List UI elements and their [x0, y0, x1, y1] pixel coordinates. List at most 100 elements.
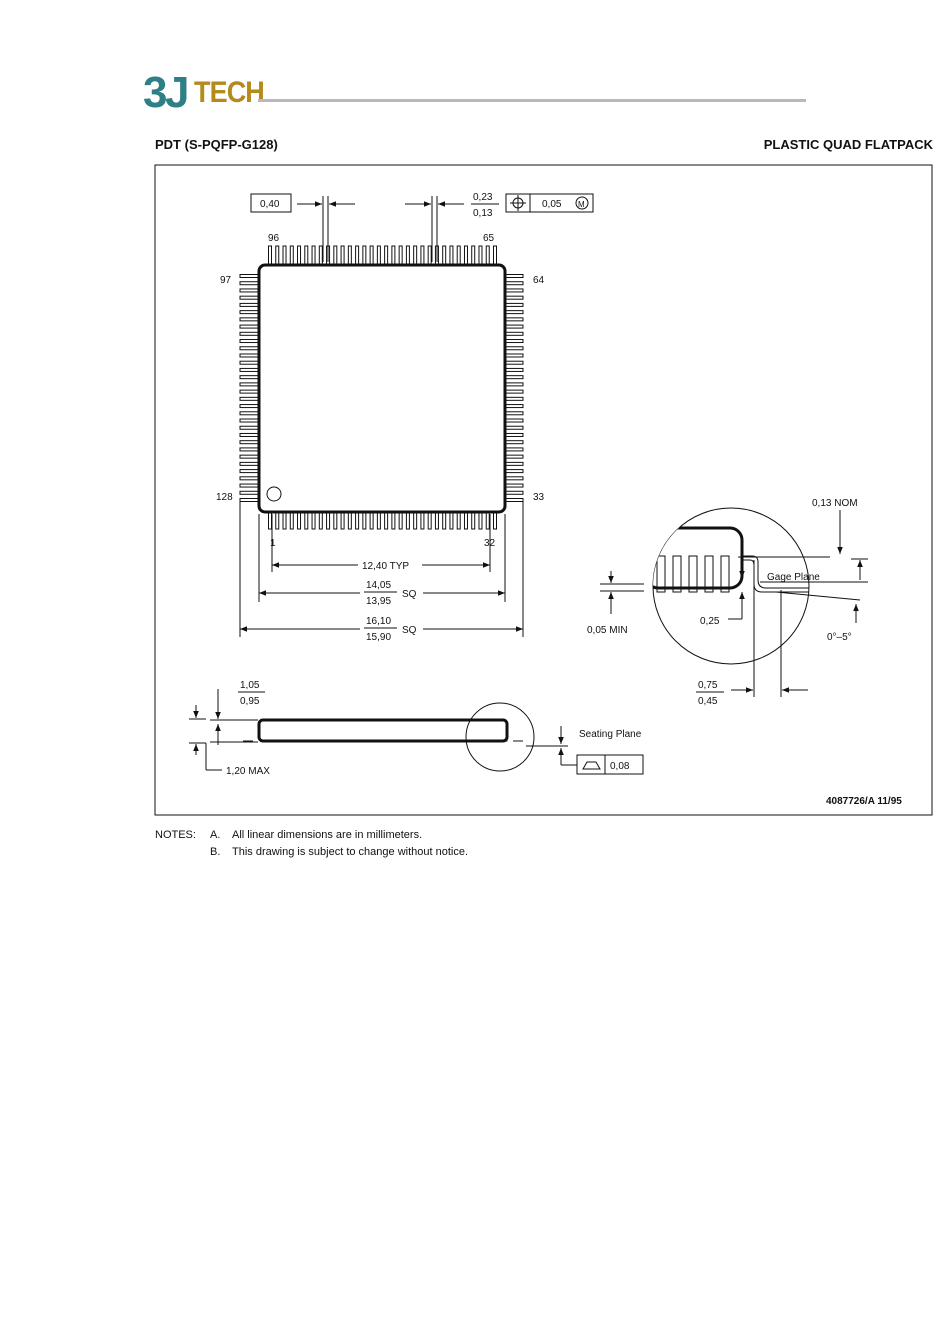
lead: [239, 411, 260, 416]
lead: [456, 511, 461, 530]
lead: [504, 288, 524, 293]
lead: [340, 245, 345, 266]
lead: [304, 511, 309, 530]
package-body: [257, 263, 507, 514]
lead: [720, 555, 730, 593]
lead: [504, 324, 524, 329]
lead: [504, 295, 524, 300]
lead: [442, 511, 447, 530]
flatness-icon: [582, 761, 601, 770]
lead: [239, 418, 260, 423]
lead: [504, 382, 524, 387]
lead: [398, 245, 403, 266]
lead: [318, 245, 323, 266]
lead: [239, 440, 260, 445]
lead: [355, 245, 360, 266]
logo-word: TECH: [194, 76, 265, 109]
lead: [239, 483, 260, 488]
lead: [405, 245, 410, 266]
lead: [239, 404, 260, 409]
lead: [239, 461, 260, 466]
lead: [362, 245, 367, 266]
pin-label-96: 96: [268, 233, 280, 244]
detail-view: 0,13 NOM Gage Plane 0,05 MIN 0,25 0,75 0…: [587, 498, 868, 707]
lead: [239, 360, 260, 365]
lead: [239, 375, 260, 380]
lead: [493, 511, 497, 530]
lead: [504, 469, 524, 474]
pitch-box: [250, 193, 292, 213]
pin1-marker: [266, 486, 282, 502]
coplanarity-frame: [576, 754, 644, 775]
lead: [504, 418, 524, 423]
gage-height-label: 0,25: [700, 616, 720, 627]
package-id: PDT (S-PQFP-G128): [155, 137, 278, 152]
lead: [478, 511, 483, 530]
drawing-reference: 4087726/A 11/95: [826, 796, 902, 807]
position-tolerance-value: 0,05: [542, 199, 562, 210]
lead: [239, 317, 260, 322]
lead: [504, 389, 524, 394]
lead: [239, 339, 260, 344]
leads-top: [268, 245, 497, 266]
lead: [347, 245, 352, 266]
lead-width-max: 0,23: [473, 192, 493, 203]
lead: [268, 245, 272, 266]
lead: [297, 511, 302, 530]
lead: [504, 411, 524, 416]
lead: [413, 245, 418, 266]
lead: [384, 245, 389, 266]
lead: [485, 245, 490, 266]
lead: [504, 353, 524, 358]
lead: [391, 511, 396, 530]
lead: [239, 346, 260, 351]
lead-span-max: 16,10: [366, 616, 391, 627]
side-view: 1,05 0,95 1,20 MAX Seating Plane 0,08: [189, 680, 644, 777]
lead: [239, 310, 260, 315]
top-view: 96 65 97 64 128 33 1 32 0,40 0,23 0,13 0…: [216, 192, 594, 643]
position-tolerance-frame: [505, 193, 594, 213]
lead: [504, 367, 524, 372]
lead: [275, 245, 280, 266]
lead: [333, 511, 338, 530]
logo-digit: 3: [143, 68, 168, 117]
lead: [463, 511, 468, 530]
lead: [311, 245, 316, 266]
lead: [318, 511, 323, 530]
typ-span: 12,40 TYP: [362, 561, 409, 572]
lead: [289, 245, 294, 266]
lead: [297, 245, 302, 266]
coplanarity-value: 0,08: [610, 761, 630, 772]
lead: [340, 511, 345, 530]
body-height-min: 0,95: [240, 696, 260, 707]
lead: [504, 490, 524, 495]
note-letter: B.: [210, 846, 221, 858]
package-name: PLASTIC QUAD FLATPACK: [763, 137, 933, 152]
note-b: B.This drawing is subject to change with…: [155, 844, 468, 861]
leads-right: [504, 274, 524, 502]
lead: [239, 425, 260, 430]
lead: [504, 454, 524, 459]
lead: [239, 454, 260, 459]
package-drawing: 96 65 97 64 128 33 1 32 0,40 0,23 0,13 0…: [154, 164, 933, 816]
lead-span-min: 15,90: [366, 632, 391, 643]
lead: [239, 396, 260, 401]
lead: [239, 367, 260, 372]
pin-label-65: 65: [483, 233, 495, 244]
lead: [504, 302, 524, 307]
lead: [239, 498, 260, 502]
lead: [485, 511, 490, 530]
lead: [504, 339, 524, 344]
lead: [504, 404, 524, 409]
lead: [275, 511, 280, 530]
lead: [239, 331, 260, 336]
note-letter: A.: [210, 829, 221, 841]
lead: [504, 425, 524, 430]
pin-label-64: 64: [533, 275, 545, 286]
pin-label-97: 97: [220, 275, 232, 286]
lead: [239, 295, 260, 300]
lead: [405, 511, 410, 530]
lead: [504, 483, 524, 488]
leads-left: [239, 274, 260, 502]
seating-plane-label: Seating Plane: [579, 729, 642, 740]
